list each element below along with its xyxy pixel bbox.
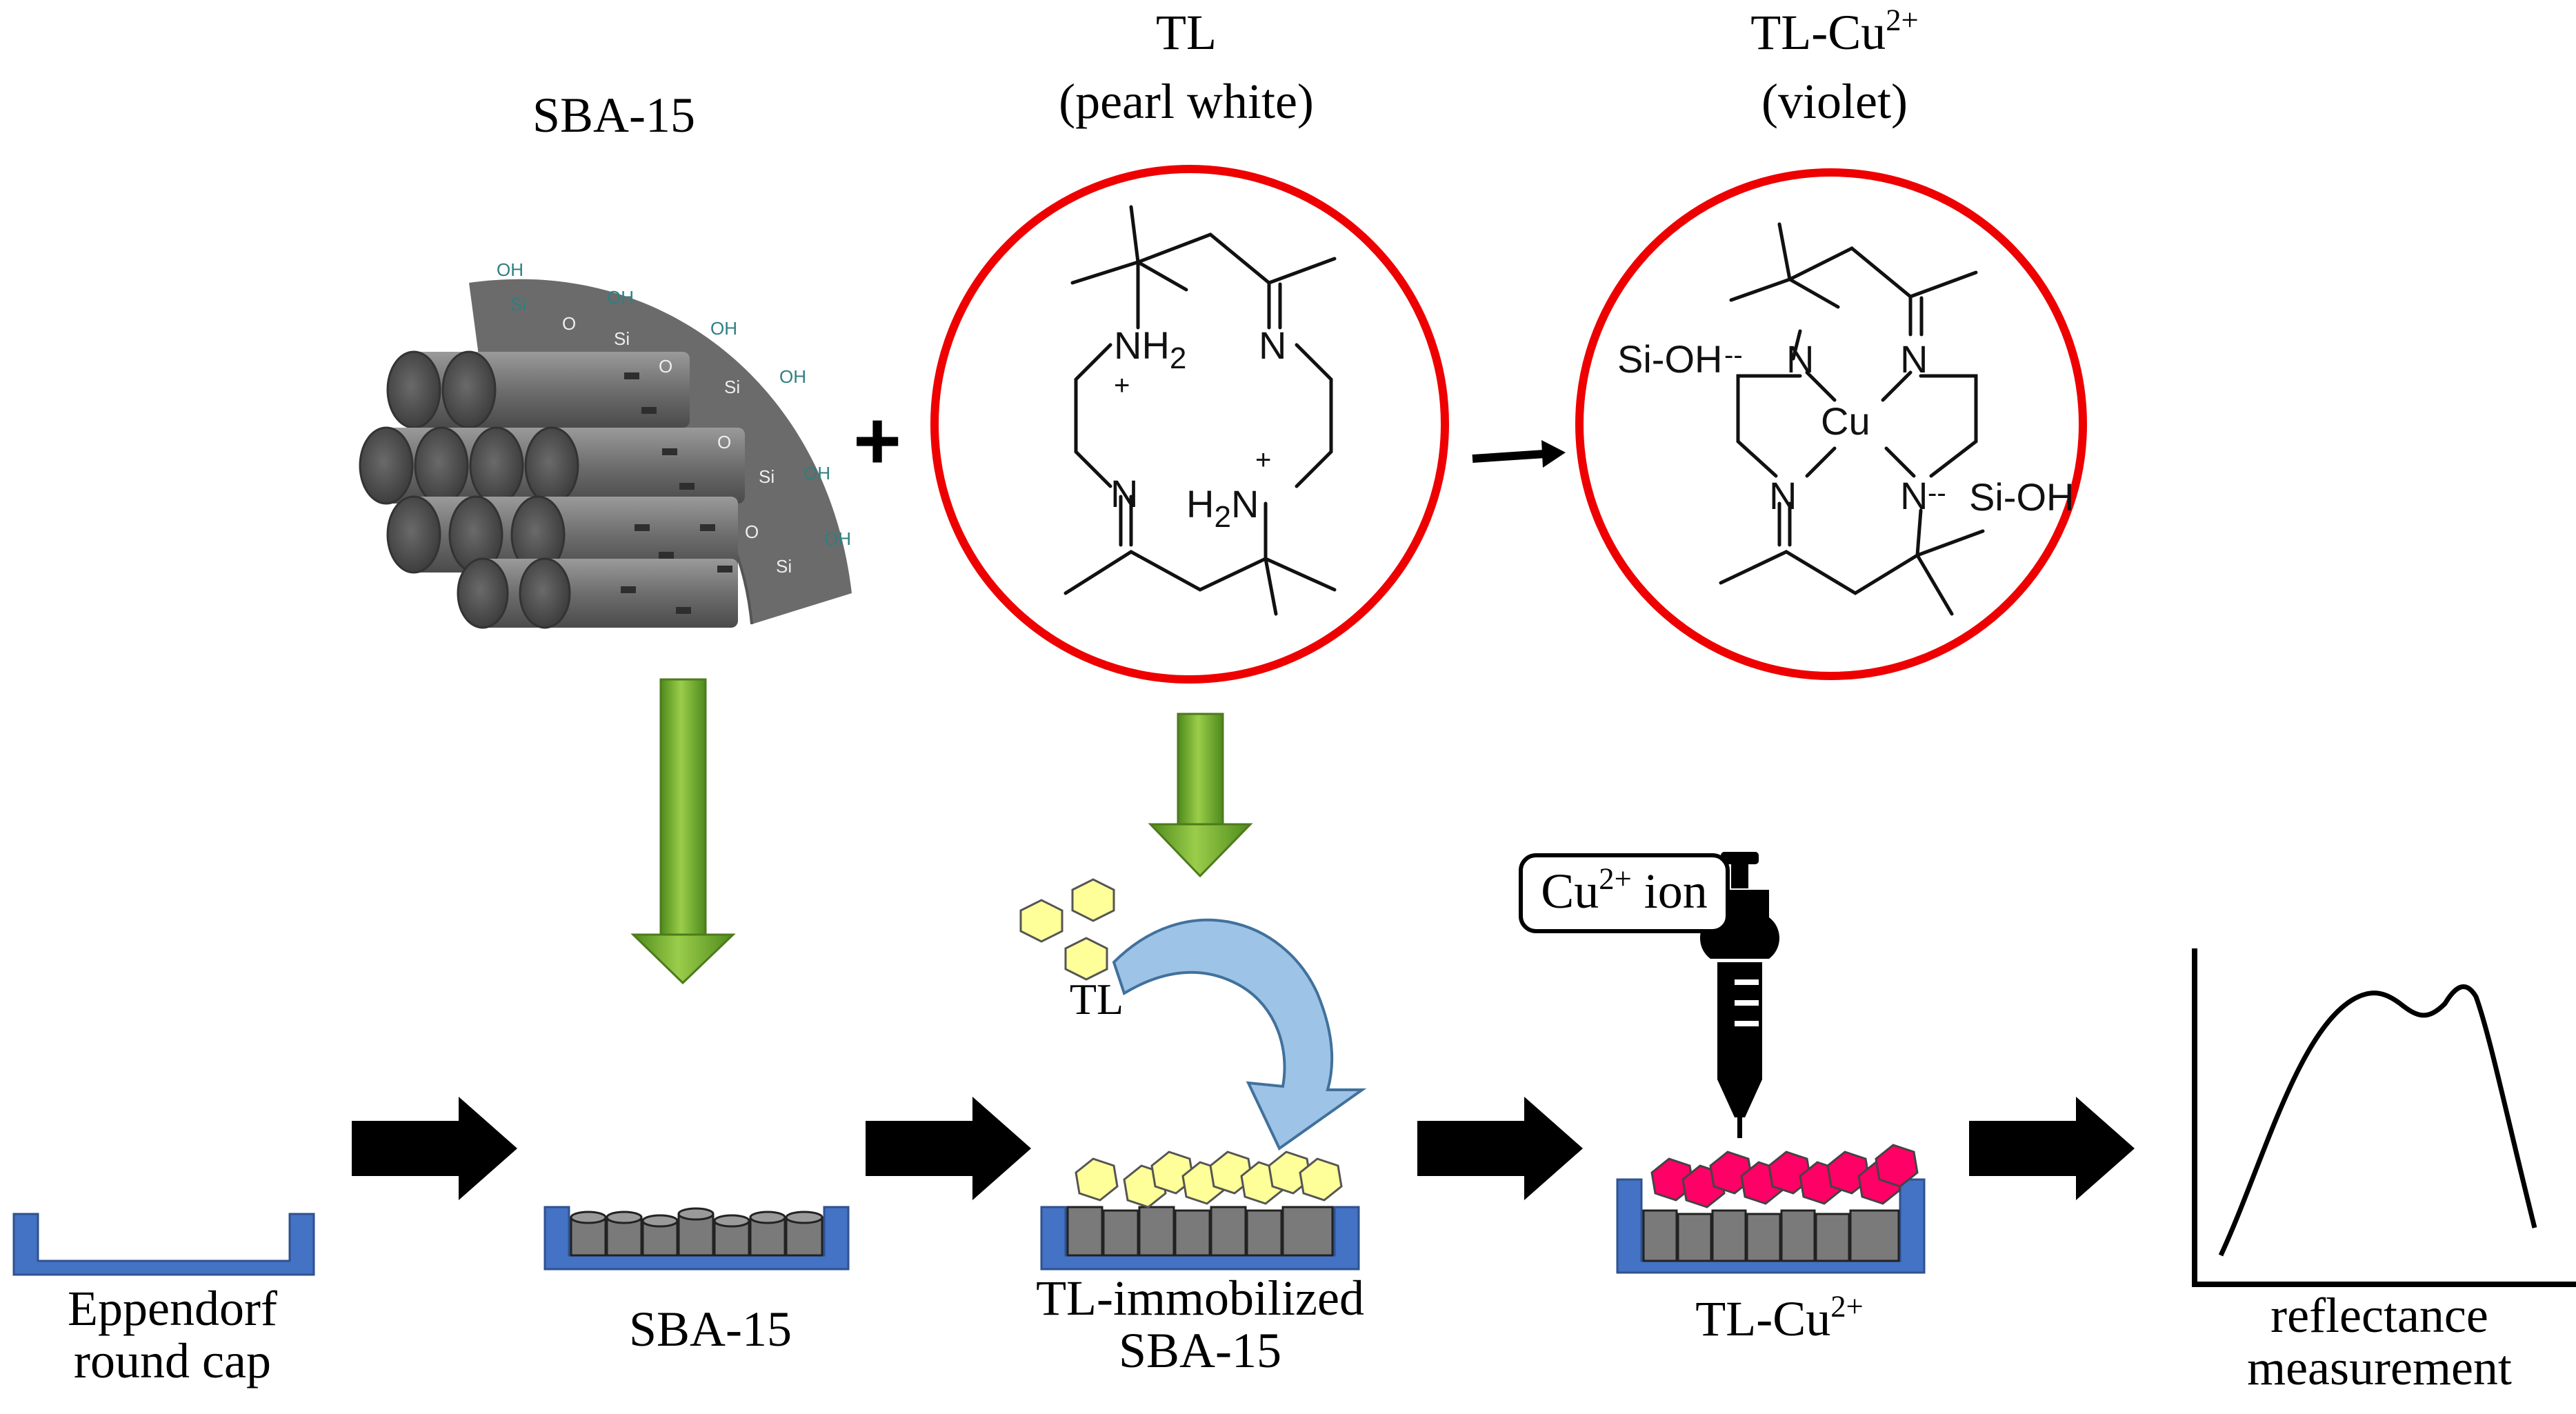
sba15-bottom-label: SBA-15	[628, 1302, 792, 1357]
si-oh-left: Si-OH	[1617, 337, 1722, 381]
reflectance-label: reflectance measurement	[2247, 1288, 2512, 1395]
nh2-label: NH2	[1114, 323, 1186, 375]
silanol-chain: OH Si O OH Si O OH Si OH O Si OH O OH Si	[497, 259, 851, 577]
plus-sign: +	[853, 395, 901, 487]
sba15-structure-image: OH Si O OH Si O OH Si OH O Si OH O OH Si	[359, 259, 852, 629]
svg-text:--: --	[1724, 340, 1743, 370]
process-arrow-2	[866, 1097, 1031, 1200]
green-arrow-tl	[1148, 713, 1253, 878]
tl-title: TL	[1156, 5, 1217, 60]
svg-text:N: N	[1110, 472, 1138, 515]
tl-floating-label: TL	[1069, 975, 1124, 1024]
cu-ion-label: Cu2+ ion	[1541, 861, 1708, 919]
tl-cu-atom-labels: Si-OH -- N N Cu N N -- Si-OH	[1617, 337, 2074, 519]
svg-text:Si: Si	[776, 556, 792, 577]
tl-immobilized-label: TL-immobilized SBA-15	[1036, 1271, 1364, 1378]
tl-subtitle: (pearl white)	[1059, 74, 1314, 129]
sba15-top-label: SBA-15	[532, 88, 696, 143]
svg-text:Si: Si	[759, 466, 775, 487]
svg-text:N: N	[1259, 323, 1286, 367]
svg-text:N: N	[1786, 337, 1814, 381]
sba15-cylinders-bed	[570, 1207, 823, 1257]
tl-cu-molecule	[1719, 222, 1985, 616]
reflectance-graph	[2192, 948, 2576, 1287]
tl-cu-title: TL-Cu2+	[1750, 2, 1919, 60]
si-oh-right: Si-OH	[1969, 475, 2074, 519]
tl-cu-bottom-label: TL-Cu2+	[1695, 1288, 1864, 1346]
reflectance-curve	[2218, 984, 2537, 1257]
si-label: Si	[510, 294, 526, 315]
svg-text:O: O	[717, 432, 731, 452]
blue-curved-arrow	[1112, 918, 1367, 1151]
eppendorf-cap-sba15	[543, 1206, 850, 1271]
svg-text:N: N	[1900, 474, 1928, 517]
svg-text:+: +	[1114, 370, 1130, 401]
svg-text:O: O	[745, 521, 759, 542]
eppendorf-cap-tl-cu	[1519, 852, 1926, 1274]
svg-text:Si: Si	[614, 328, 630, 349]
svg-text:OH: OH	[607, 287, 634, 308]
tl-molecule	[1064, 205, 1337, 616]
small-arrow-to-complex	[1472, 440, 1566, 468]
eppendorf-label: Eppendorf round cap	[68, 1281, 277, 1388]
cu-complex-particles	[1650, 1144, 1919, 1208]
tl-atom-labels: NH2 + N N H2N +	[1110, 323, 1286, 534]
svg-text:OH: OH	[779, 366, 806, 387]
tl-particles-layer	[1075, 1151, 1343, 1208]
svg-text:N: N	[1769, 474, 1797, 517]
eppendorf-cap-empty	[12, 1213, 315, 1276]
cu-label: Cu	[1821, 399, 1870, 443]
svg-text:OH: OH	[710, 318, 737, 339]
svg-text:N: N	[1900, 337, 1928, 381]
svg-text:H2N: H2N	[1186, 482, 1259, 534]
svg-text:+: +	[1255, 445, 1271, 475]
oh-label: OH	[497, 259, 523, 280]
green-arrow-sba15	[630, 678, 736, 985]
process-arrows	[352, 1097, 2135, 1200]
floating-tl-particles	[1019, 878, 1115, 981]
svg-text:OH: OH	[803, 463, 830, 484]
tl-cu-ring	[1575, 168, 2087, 680]
svg-text:O: O	[562, 313, 576, 334]
svg-text:O: O	[659, 356, 672, 377]
svg-text:OH: OH	[824, 528, 851, 549]
mesopore-cylinders	[359, 350, 745, 629]
process-arrow-3	[1417, 1097, 1583, 1200]
process-arrow-1	[352, 1097, 517, 1200]
eppendorf-cap-tl-immobilized	[1019, 878, 1367, 1271]
tl-cu-subtitle: (violet)	[1761, 74, 1908, 129]
tl-ring	[930, 165, 1449, 684]
svg-text:Si: Si	[724, 377, 740, 397]
process-arrow-4	[1969, 1097, 2135, 1200]
svg-text:--: --	[1928, 478, 1946, 508]
cu-ion-box	[1519, 853, 1730, 933]
